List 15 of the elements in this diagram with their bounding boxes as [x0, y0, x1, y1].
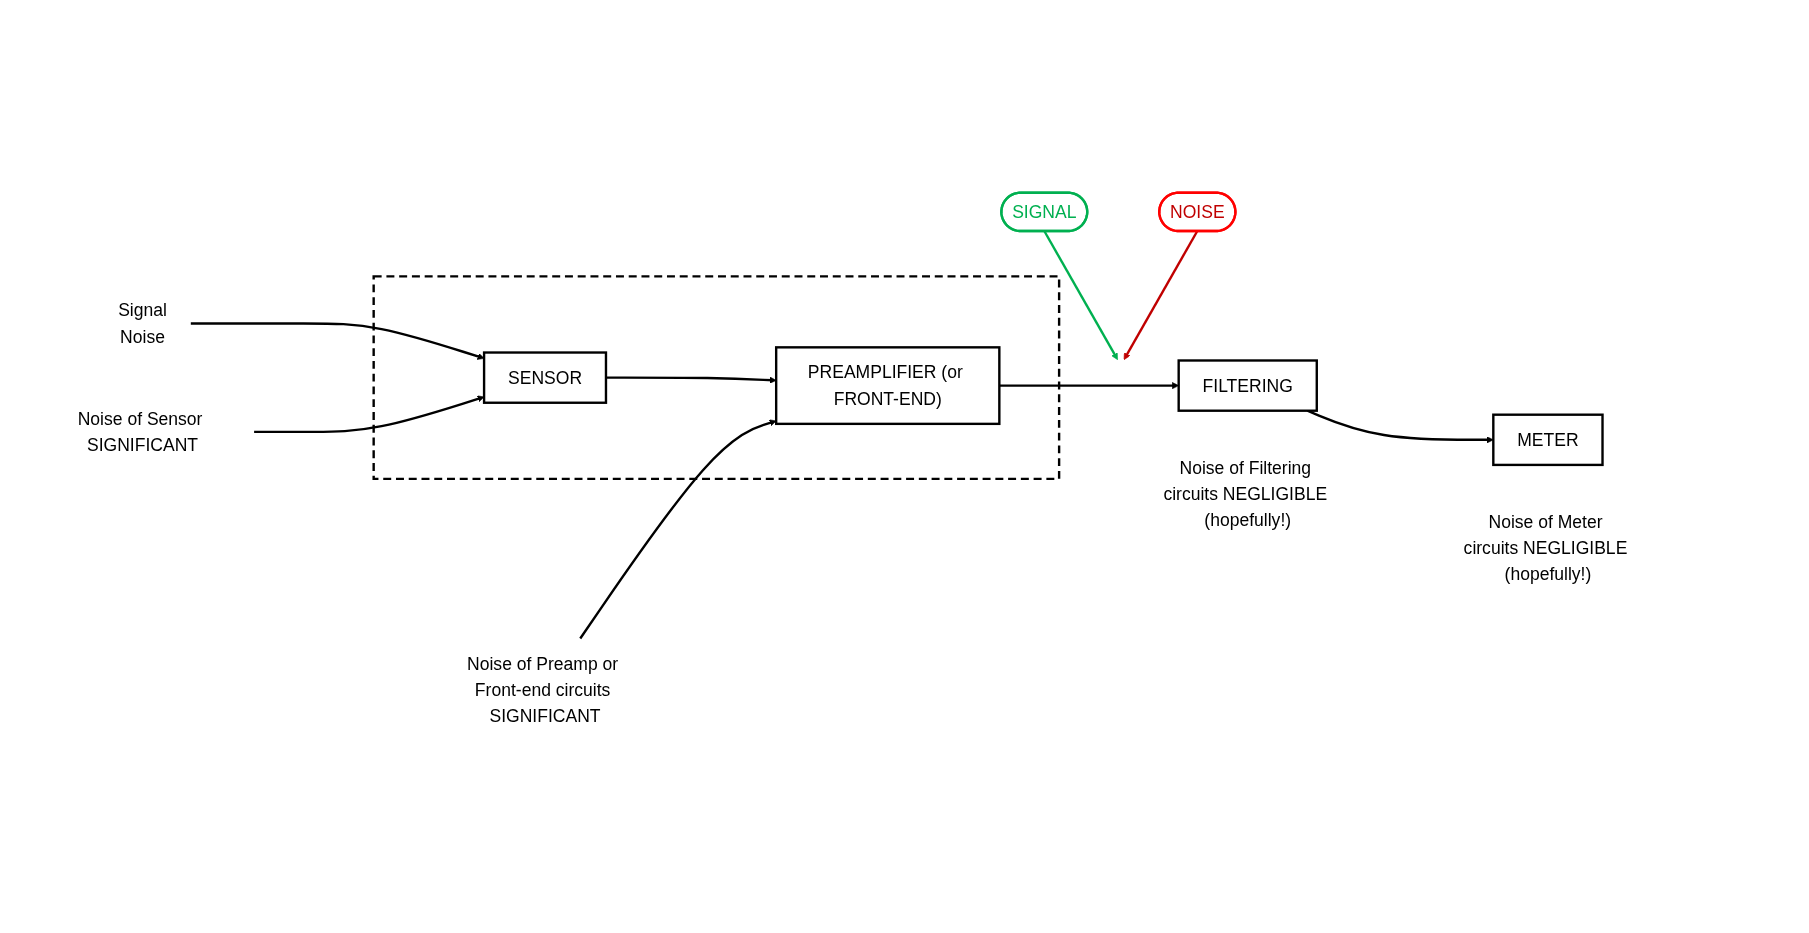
node-box: FILTERING: [1177, 358, 1318, 412]
node-box: METER: [1491, 413, 1604, 466]
arrow: [253, 394, 484, 433]
node-text: Noise of Sensor SIGNIFICANT: [77, 408, 202, 455]
arrow: [605, 375, 776, 384]
node-label: Noise of Filtering circuits NEGLIGIBLE (hopefully!): [1162, 457, 1327, 530]
arrow: [190, 321, 484, 360]
node-text: Signal Noise: [117, 299, 167, 347]
node-text: Noise of Preamp or Front-end circuits SIGNIFICANT: [466, 653, 618, 726]
node-label: Noise of Meter circuits NEGLIGIBLE (hopefully!): [1463, 511, 1627, 584]
cluster: [371, 274, 1060, 480]
node-box: PREAMPLIFIER (or FRONT-END): [774, 345, 1001, 425]
arrow: [578, 418, 776, 639]
arrow: [998, 381, 1179, 389]
node-box: SENSOR: [482, 350, 607, 404]
